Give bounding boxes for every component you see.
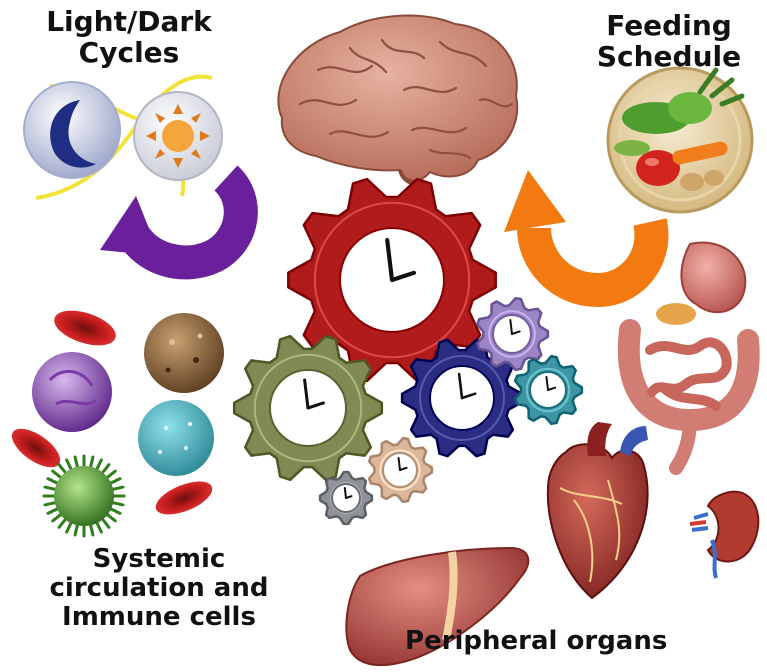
platelet-icon [44,456,124,536]
systemic-label-line: Immune cells [24,603,294,632]
light-dark-icon-group [24,77,222,198]
monocyte-icon [32,352,112,432]
macrophage-icon [144,313,224,393]
feeding-label-line: Feeding [574,10,764,41]
light-dark-label-line: Light/Dark [24,6,234,37]
red-blood-cell-icon [6,421,67,474]
systemic-circulation-label: Systemic circulation and Immune cells [24,545,294,632]
light-dark-label-line: Cycles [24,37,234,68]
kidney-icon [690,492,758,578]
lymphocyte-icon [138,400,214,476]
systemic-label-line: Systemic [24,545,294,574]
moon-icon [24,82,120,178]
red-blood-cell-icon [151,475,216,522]
clock-gear-teal [515,356,582,424]
food-plate-icon [608,68,752,212]
systemic-label-line: circulation and [24,574,294,603]
feeding-schedule-label: Feeding Schedule [574,10,764,73]
clock-gear-peach [369,438,432,502]
sun-icon [134,92,222,180]
heart-icon [548,422,648,598]
brain-icon [278,16,517,184]
red-blood-cell-icon [50,304,120,352]
peripheral-organs-label: Peripheral organs [405,627,760,656]
light-dark-cycles-label: Light/Dark Cycles [24,6,234,69]
clock-gear-grey [320,472,372,524]
feeding-label-line: Schedule [574,41,764,72]
light-input-arrow [100,178,241,262]
